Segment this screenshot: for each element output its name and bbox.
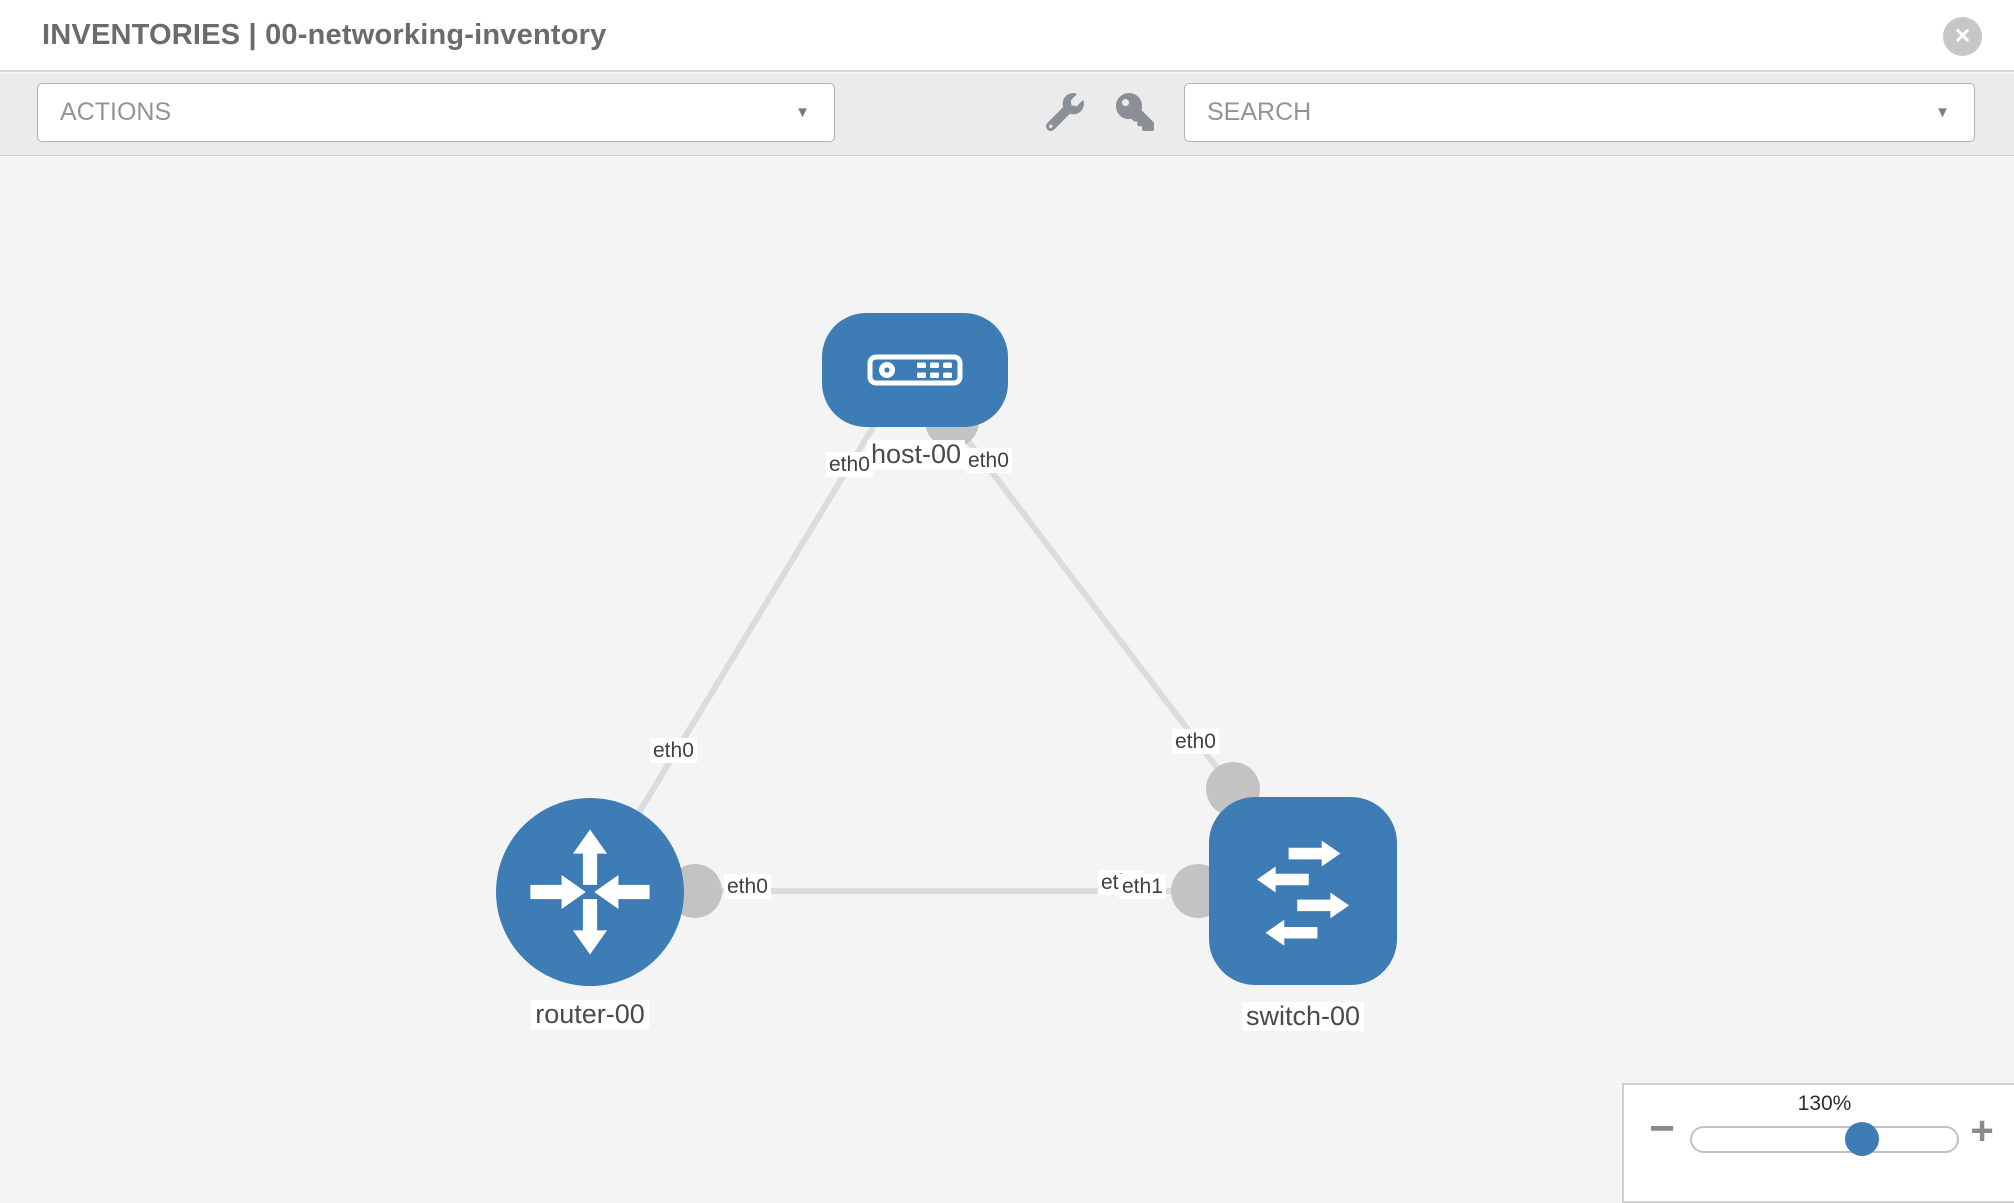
wrench-icon[interactable] <box>1045 93 1086 133</box>
key-icon[interactable] <box>1116 93 1156 133</box>
node-label-switch[interactable]: switch-00 <box>1241 1002 1365 1031</box>
iface-label-switch-eth0-uplink: eth0 <box>1172 729 1219 754</box>
link-endpoints <box>668 394 1260 918</box>
actions-dropdown-label: ACTIONS <box>60 98 172 126</box>
title-bar: INVENTORIES | 00-networking-inventory ✕ <box>0 0 2014 72</box>
iface-label-host-eth0-left: eth0 <box>826 452 873 477</box>
link-host-switch <box>947 415 1236 791</box>
iface-label-router-eth0: eth0 <box>724 874 771 899</box>
switch-icon <box>1256 840 1350 946</box>
zoom-control-panel: 130% − + <box>1622 1083 2014 1203</box>
close-button[interactable]: ✕ <box>1943 17 1982 56</box>
zoom-out-button[interactable]: − <box>1642 1107 1682 1151</box>
node-host-00[interactable] <box>822 313 1008 427</box>
iface-label-router-eth0-uplink: eth0 <box>650 738 697 763</box>
zoom-slider-thumb[interactable] <box>1845 1122 1879 1156</box>
zoom-level-value: 130% <box>1797 1092 1852 1115</box>
topology-links-layer <box>609 394 1260 918</box>
zoom-in-button[interactable]: + <box>1962 1111 2002 1151</box>
toolbar: ACTIONS ▼ SEARCH ▼ <box>0 74 2014 156</box>
node-router-00[interactable] <box>496 798 684 986</box>
link-lines <box>609 415 1236 894</box>
actions-dropdown[interactable]: ACTIONS ▼ <box>37 83 835 142</box>
search-input-placeholder: SEARCH <box>1207 98 1312 126</box>
chevron-down-icon: ▼ <box>795 104 810 121</box>
close-icon: ✕ <box>1953 25 1972 48</box>
link-host-router <box>609 417 881 859</box>
chevron-down-icon: ▼ <box>1935 104 1950 121</box>
node-switch-00[interactable] <box>1209 797 1397 985</box>
iface-label-switch-eth1: eth1 <box>1119 874 1166 899</box>
node-label-host[interactable]: host-00 <box>866 440 966 469</box>
server-icon <box>867 354 963 386</box>
minus-icon: − <box>1649 1104 1675 1153</box>
plus-icon: + <box>1970 1109 1994 1153</box>
router-icon <box>530 829 650 955</box>
topology-canvas[interactable]: host-00 router-00 switch-00 eth0 eth0 et… <box>0 157 2014 1203</box>
page-title: INVENTORIES | 00-networking-inventory <box>42 19 607 51</box>
search-dropdown[interactable]: SEARCH ▼ <box>1184 83 1975 142</box>
iface-label-host-eth0-right: eth0 <box>965 448 1012 473</box>
node-label-router[interactable]: router-00 <box>531 1000 649 1029</box>
zoom-slider-track[interactable] <box>1690 1126 1959 1153</box>
